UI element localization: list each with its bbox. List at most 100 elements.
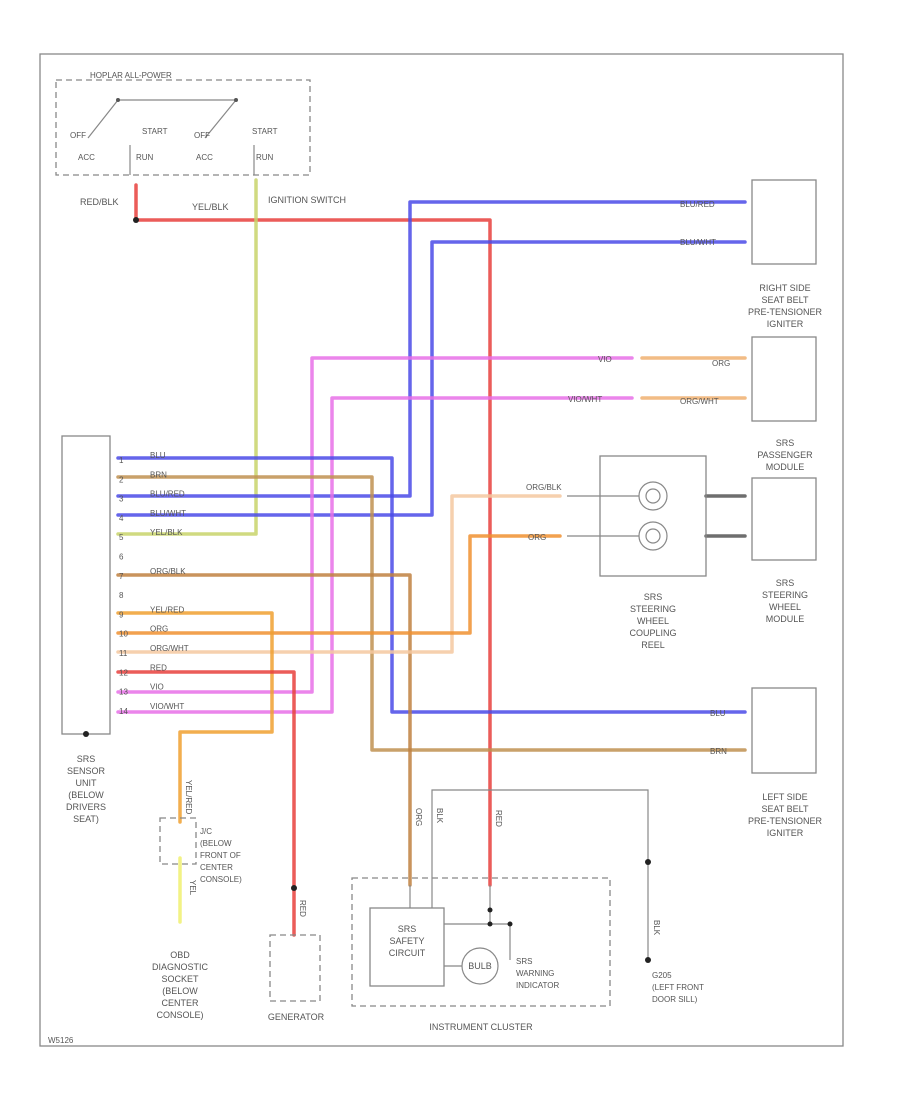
steering-module-line2: STEERING	[762, 590, 808, 600]
diag-socket-line5: CENTER	[161, 998, 199, 1008]
coupling-reel-line4: COUPLING	[629, 628, 676, 638]
sensor-pin-wire-label: VIO/WHT	[150, 702, 184, 711]
diag-socket-line4: (BELOW	[162, 986, 198, 996]
warning-indicator-line2: WARNING	[516, 969, 554, 978]
wire-org-blk	[116, 573, 412, 887]
label-blu-wht: BLU/WHT	[680, 238, 716, 247]
sensor-pin-number: 9	[119, 610, 124, 619]
label-org-blk-reel: ORG/BLK	[526, 483, 562, 492]
sensor-pin-number: 13	[119, 688, 128, 697]
label-blk-v: BLK	[435, 808, 444, 824]
contact-start-2: START	[252, 127, 278, 136]
sensor-pin-number: 7	[119, 572, 124, 581]
label-org-v: ORG	[414, 808, 423, 826]
left-pretensioner-line1: LEFT SIDE	[762, 792, 807, 802]
sensor-pin-number: 2	[119, 475, 124, 484]
steering-module-line4: MODULE	[766, 614, 805, 624]
label-red-blk: RED/BLK	[80, 197, 119, 207]
ground-line2: (LEFT FRONT	[652, 983, 704, 992]
wire-blu-wht	[116, 240, 747, 517]
right-pretensioner-igniter	[751, 179, 817, 265]
label-brn-left: BRN	[710, 747, 727, 756]
sensor-unit-line2: SENSOR	[67, 766, 106, 776]
left-pretensioner-igniter	[751, 687, 817, 774]
wire-blu	[116, 456, 747, 714]
ignition-switch-label: IGNITION SWITCH	[268, 195, 346, 205]
jc-line3: FRONT OF	[200, 851, 241, 860]
sensor-unit-line4: (BELOW	[68, 790, 104, 800]
wire-brn	[116, 475, 747, 752]
wire-red-gen	[116, 670, 296, 937]
contact-run-2: RUN	[256, 153, 274, 162]
contact-off-2: OFF	[194, 131, 210, 140]
wire-red-blk	[134, 183, 492, 887]
right-pretensioner-line1: RIGHT SIDE	[759, 283, 810, 293]
safety-circuit-line3: CIRCUIT	[389, 948, 426, 958]
contact-off-1: OFF	[70, 131, 86, 140]
wire-org	[116, 534, 562, 635]
wire-vio-wht	[116, 396, 634, 714]
left-pretensioner-line2: SEAT BELT	[761, 804, 809, 814]
sensor-pin-rows: 1BLU2BRN3BLU/RED4BLU/WHT5YEL/BLK67ORG/BL…	[119, 451, 189, 716]
sensor-pin-wire-label: VIO	[150, 683, 164, 692]
label-org-reel: ORG	[528, 533, 546, 542]
generator-terminal	[291, 885, 297, 891]
sensor-pin-wire-label: ORG/WHT	[150, 644, 189, 653]
safety-circuit-line2: SAFETY	[389, 936, 424, 946]
wire-blk-ground	[431, 789, 649, 960]
diag-socket-line2: DIAGNOSTIC	[152, 962, 209, 972]
left-pretensioner-line4: IGNITER	[767, 828, 804, 838]
sensor-pin-wire-label: BLU/RED	[150, 490, 185, 499]
coupling-reel-line2: STEERING	[630, 604, 676, 614]
warning-indicator-line3: INDICATOR	[516, 981, 559, 990]
coupling-reel	[567, 455, 707, 577]
label-yel-red: YEL/RED	[184, 780, 193, 814]
contact-run-1: RUN	[136, 153, 154, 162]
sensor-pin-wire-label: ORG	[150, 625, 168, 634]
ground-terminal	[645, 957, 651, 963]
coupling-reel-line5: REEL	[641, 640, 665, 650]
sensor-pin-wire-label: YEL/BLK	[150, 528, 183, 537]
label-blu-left: BLU	[710, 709, 726, 718]
label-blk-ground: BLK	[652, 920, 661, 936]
safety-circuit-line1: SRS	[398, 924, 417, 934]
sensor-pin-number: 14	[119, 707, 128, 716]
label-red-gen: RED	[298, 900, 307, 917]
junction-connector	[159, 817, 197, 865]
passenger-module-line2: PASSENGER	[757, 450, 813, 460]
srs-sensor-unit	[61, 435, 111, 735]
wire-blu-red	[116, 200, 747, 498]
left-pretensioner-line3: PRE-TENSIONER	[748, 816, 823, 826]
sensor-pin-number: 8	[119, 591, 124, 600]
diag-socket-line3: SOCKET	[161, 974, 199, 984]
label-vio-wht: VIO/WHT	[568, 395, 602, 404]
label-org-right: ORG	[712, 359, 730, 368]
wire-org-wht	[116, 494, 562, 654]
jc-line1: J/C	[200, 827, 212, 836]
srs-safety-circuit	[369, 907, 445, 987]
ignition-switch: HOPLAR ALL-POWER OFF START ACC RUN OFF S…	[55, 71, 311, 176]
sensor-unit-line6: SEAT)	[73, 814, 99, 824]
sensor-pin-wire-label: BLU/WHT	[150, 509, 186, 518]
passenger-module	[751, 336, 817, 422]
wire-vio	[116, 356, 634, 694]
steering-module-line1: SRS	[776, 578, 795, 588]
sensor-pin-wire-label: BRN	[150, 470, 167, 479]
switch-header: HOPLAR ALL-POWER	[90, 71, 172, 80]
sensor-unit-line5: DRIVERS	[66, 802, 106, 812]
label-blu-red: BLU/RED	[680, 200, 715, 209]
wire-yel-red	[116, 611, 274, 824]
sensor-pin-wire-label: BLU	[150, 451, 166, 460]
steering-module	[751, 477, 817, 561]
sensor-pin-number: 11	[119, 649, 128, 658]
label-red-v: RED	[494, 810, 503, 827]
sensor-pin-number: 10	[119, 630, 128, 639]
diagram-frame	[39, 53, 844, 1047]
label-yel: YEL	[188, 880, 197, 896]
coupling-reel-line3: WHEEL	[637, 616, 669, 626]
footer-code: W5126	[48, 1036, 74, 1045]
passenger-module-line3: MODULE	[766, 462, 805, 472]
generator	[269, 934, 321, 1002]
contact-acc-2: ACC	[196, 153, 213, 162]
